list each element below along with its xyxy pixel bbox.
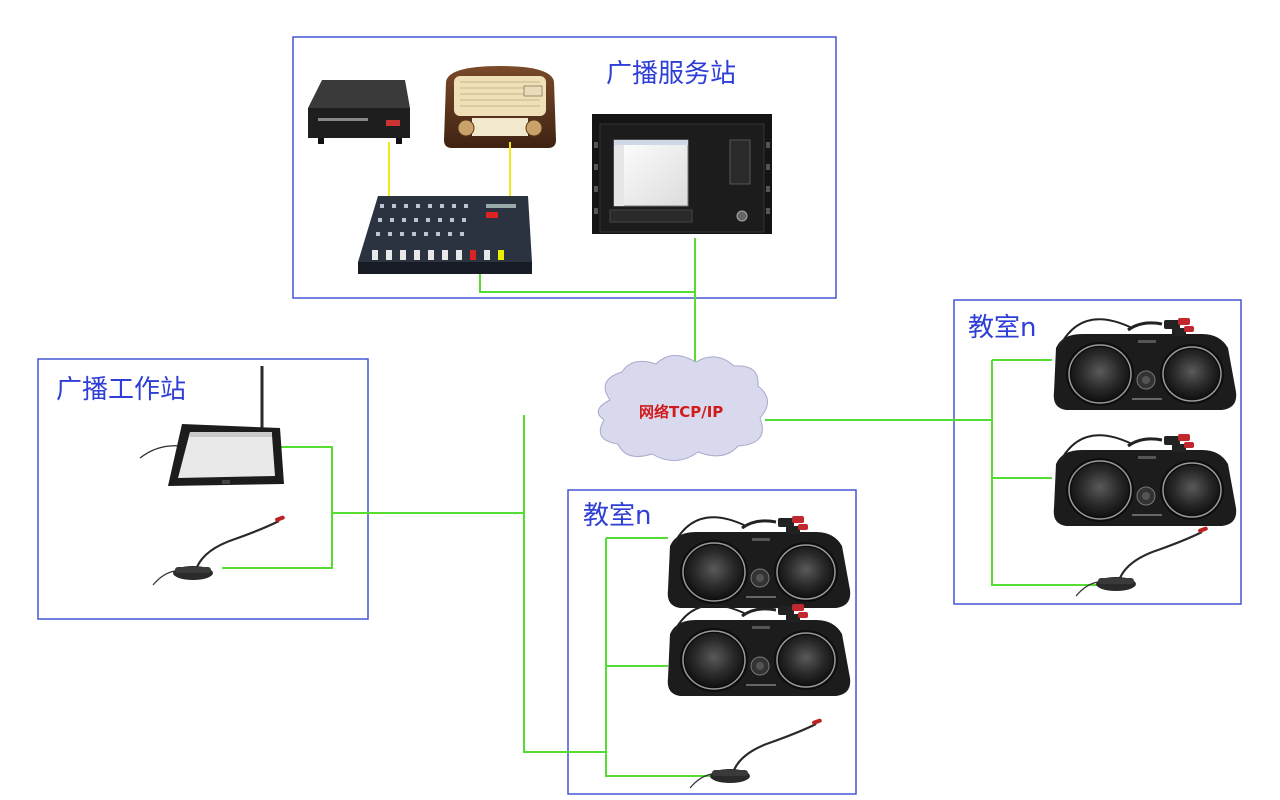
touch-tablet-icon — [139, 366, 284, 486]
vintage-radio-icon — [444, 66, 556, 148]
classroom-right-zone-frame — [953, 299, 1242, 605]
rack-controller-icon — [592, 114, 772, 234]
network-cloud: 网络TCP/IP — [597, 355, 768, 461]
server-zone-frame — [292, 36, 837, 299]
classroom-bottom-zone-frame — [567, 489, 857, 795]
network-links — [222, 238, 1100, 777]
bottom-speaker-amp-2-icon — [666, 602, 852, 698]
right-speaker-amp-1-icon — [1052, 316, 1238, 412]
server-zone-title: 广播服务站 — [606, 59, 736, 89]
classroom-right-zone-title: 教室n — [968, 313, 1036, 343]
right-speaker-amp-2-icon — [1052, 432, 1238, 528]
network-label: 网络TCP/IP — [639, 403, 723, 421]
dvd-player-icon — [308, 80, 410, 144]
workstation-microphone-icon — [151, 513, 287, 587]
classroom-bottom-zone-title: 教室n — [583, 501, 651, 531]
audio-mixer-icon — [358, 196, 532, 274]
bottom-microphone-icon — [688, 716, 824, 790]
workstation-zone-frame — [37, 358, 369, 620]
bottom-speaker-amp-1-icon — [666, 514, 852, 610]
workstation-zone-title: 广播工作站 — [56, 375, 186, 405]
